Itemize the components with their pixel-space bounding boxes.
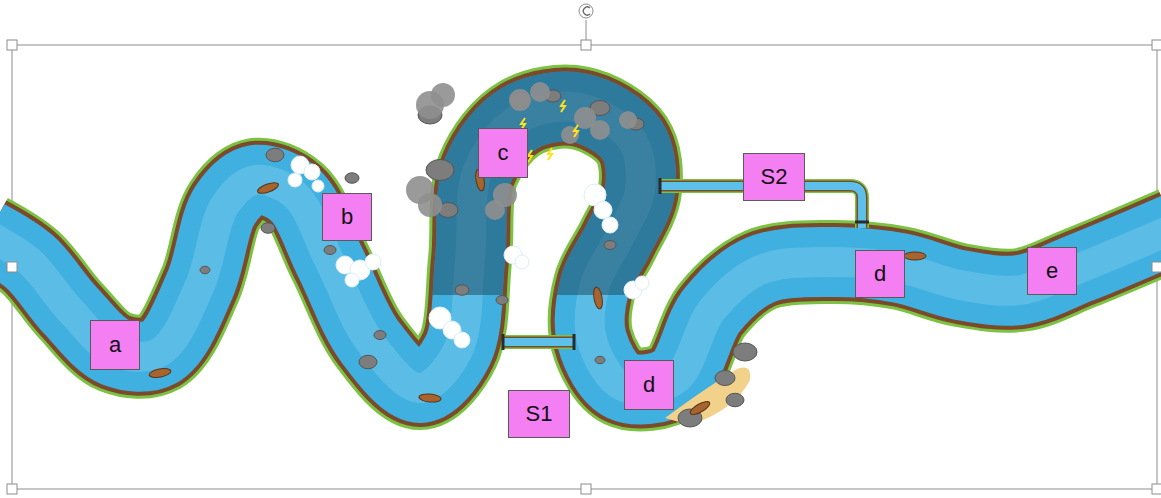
rock	[733, 343, 757, 361]
label-text: d	[874, 263, 886, 285]
foam-cloud	[515, 255, 529, 269]
sluice-gate	[659, 178, 662, 194]
water-highlight	[0, 107, 1161, 390]
river	[0, 107, 1161, 390]
foam-cloud	[594, 201, 612, 219]
label-box: d	[855, 250, 905, 298]
channel-s1-edge	[503, 337, 574, 348]
lightning	[574, 125, 578, 137]
rock	[374, 331, 386, 340]
label-text: a	[109, 334, 121, 356]
frame-handles	[7, 40, 1161, 494]
resize-handle	[581, 40, 591, 50]
boat	[688, 399, 711, 417]
storm-cloud	[509, 89, 531, 111]
channel-s1-bank	[503, 335, 574, 349]
rock	[426, 160, 454, 181]
resize-handle	[1152, 40, 1161, 50]
rock	[261, 223, 275, 234]
boat	[256, 180, 279, 195]
channel-s1-water	[503, 338, 574, 346]
rock	[496, 296, 508, 305]
label-box: c	[478, 128, 528, 178]
rock	[266, 148, 284, 162]
storm-cloud	[431, 83, 455, 107]
label-box: d	[624, 360, 674, 410]
rock	[324, 246, 336, 255]
foam-cloud	[635, 276, 649, 290]
label-box: S2	[743, 153, 805, 201]
rock	[345, 173, 359, 184]
label-box: a	[90, 320, 140, 370]
foam-cloud	[304, 164, 320, 180]
boat	[904, 252, 926, 260]
sluice-gate	[573, 334, 576, 350]
label-text: S2	[761, 166, 788, 188]
lightning	[548, 148, 552, 160]
boat	[592, 286, 604, 309]
resize-handle	[581, 484, 591, 494]
rock	[455, 285, 469, 296]
sluice-gate	[502, 334, 505, 350]
rock	[359, 355, 377, 369]
storm-cloud	[619, 111, 637, 129]
label-box: S1	[508, 390, 570, 438]
river-bank-grass	[0, 107, 1161, 390]
boat	[419, 393, 442, 403]
rock	[726, 393, 744, 407]
label-text: e	[1046, 260, 1058, 282]
resize-handle	[1152, 262, 1161, 272]
rotate-icon	[583, 7, 590, 15]
storm-cloud	[485, 200, 505, 220]
resize-handle	[7, 40, 17, 50]
label-box: b	[322, 193, 372, 241]
storm-cloud	[530, 82, 550, 102]
rotate-handle	[579, 4, 593, 18]
rock	[595, 356, 605, 364]
lightning	[528, 150, 532, 162]
storm-cloud	[590, 120, 610, 140]
foam-cloud	[288, 173, 302, 187]
storm-cloud	[418, 193, 442, 217]
label-text: c	[498, 142, 509, 164]
storm-cloud	[561, 126, 579, 144]
foam-cloud	[365, 254, 381, 270]
resize-handle	[1152, 484, 1161, 494]
foam-cloud	[602, 217, 618, 233]
label-text: d	[643, 374, 655, 396]
label-box: e	[1027, 247, 1077, 295]
foam-cloud	[345, 273, 359, 287]
river-bank-mud	[0, 107, 1161, 390]
foam-cloud	[312, 180, 324, 192]
lightning	[561, 100, 565, 112]
resize-handle	[7, 262, 17, 272]
river-water	[0, 107, 1161, 390]
boat	[148, 367, 171, 379]
sluice-gate	[855, 221, 869, 224]
rock	[715, 371, 735, 386]
rock	[604, 241, 616, 250]
river-decorations	[148, 82, 926, 427]
foam-cloud	[454, 332, 470, 348]
resize-handle	[7, 484, 17, 494]
label-text: b	[341, 206, 353, 228]
stormy-water	[425, 107, 680, 295]
label-text: S1	[526, 403, 553, 425]
side-channels	[503, 178, 869, 350]
rock	[200, 266, 210, 274]
